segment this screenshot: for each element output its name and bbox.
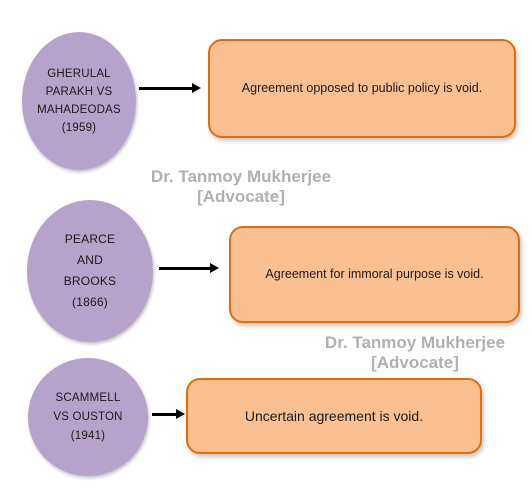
case-line: (1959) — [61, 122, 97, 134]
case-line: MAHADEODAS — [37, 104, 121, 116]
case-line: BROOKS — [63, 274, 117, 288]
case-line: PEARCE — [64, 232, 116, 246]
rule-text: Uncertain agreement is void. — [244, 407, 424, 424]
author-watermark: Dr. Tanmoy Mukherjee [Advocate] — [134, 167, 348, 207]
author-watermark: Dr. Tanmoy Mukherjee [Advocate] — [308, 333, 522, 373]
rule-text: Agreement opposed to public policy is vo… — [241, 81, 483, 95]
case-name-gherulal: GHERULAL PARAKH VS MAHADEODAS (1959) — [37, 65, 121, 137]
case-circle-scammell: SCAMMELL VS OUSTON (1941) — [28, 358, 148, 476]
case-line: AND — [77, 253, 103, 267]
case-line: (1866) — [72, 295, 108, 309]
arrow-right-icon — [139, 82, 201, 94]
case-line: PARAKH VS — [45, 86, 113, 98]
watermark-name: Dr. Tanmoy Mukherjee — [150, 167, 332, 186]
case-name-pearce: PEARCE AND BROOKS (1866) — [64, 229, 117, 313]
case-circle-gherulal: GHERULAL PARAKH VS MAHADEODAS (1959) — [22, 32, 136, 170]
rule-box-uncertain: Uncertain agreement is void. — [186, 378, 482, 454]
watermark-title: [Advocate] — [197, 187, 285, 206]
case-line: VS OUSTON — [53, 410, 123, 423]
case-circle-pearce: PEARCE AND BROOKS (1866) — [27, 200, 153, 342]
rule-box-public-policy: Agreement opposed to public policy is vo… — [208, 39, 516, 138]
case-name-scammell: SCAMMELL VS OUSTON (1941) — [53, 389, 122, 446]
watermark-name: Dr. Tanmoy Mukherjee — [324, 333, 506, 352]
rule-box-immoral-purpose: Agreement for immoral purpose is void. — [229, 226, 520, 323]
case-line: SCAMMELL — [55, 391, 121, 404]
arrow-right-icon — [152, 408, 185, 420]
watermark-title: [Advocate] — [371, 353, 459, 372]
case-line: (1941) — [70, 429, 106, 442]
rule-text: Agreement for immoral purpose is void. — [265, 267, 484, 281]
case-line: GHERULAL — [47, 68, 111, 80]
arrow-right-icon — [159, 262, 219, 274]
